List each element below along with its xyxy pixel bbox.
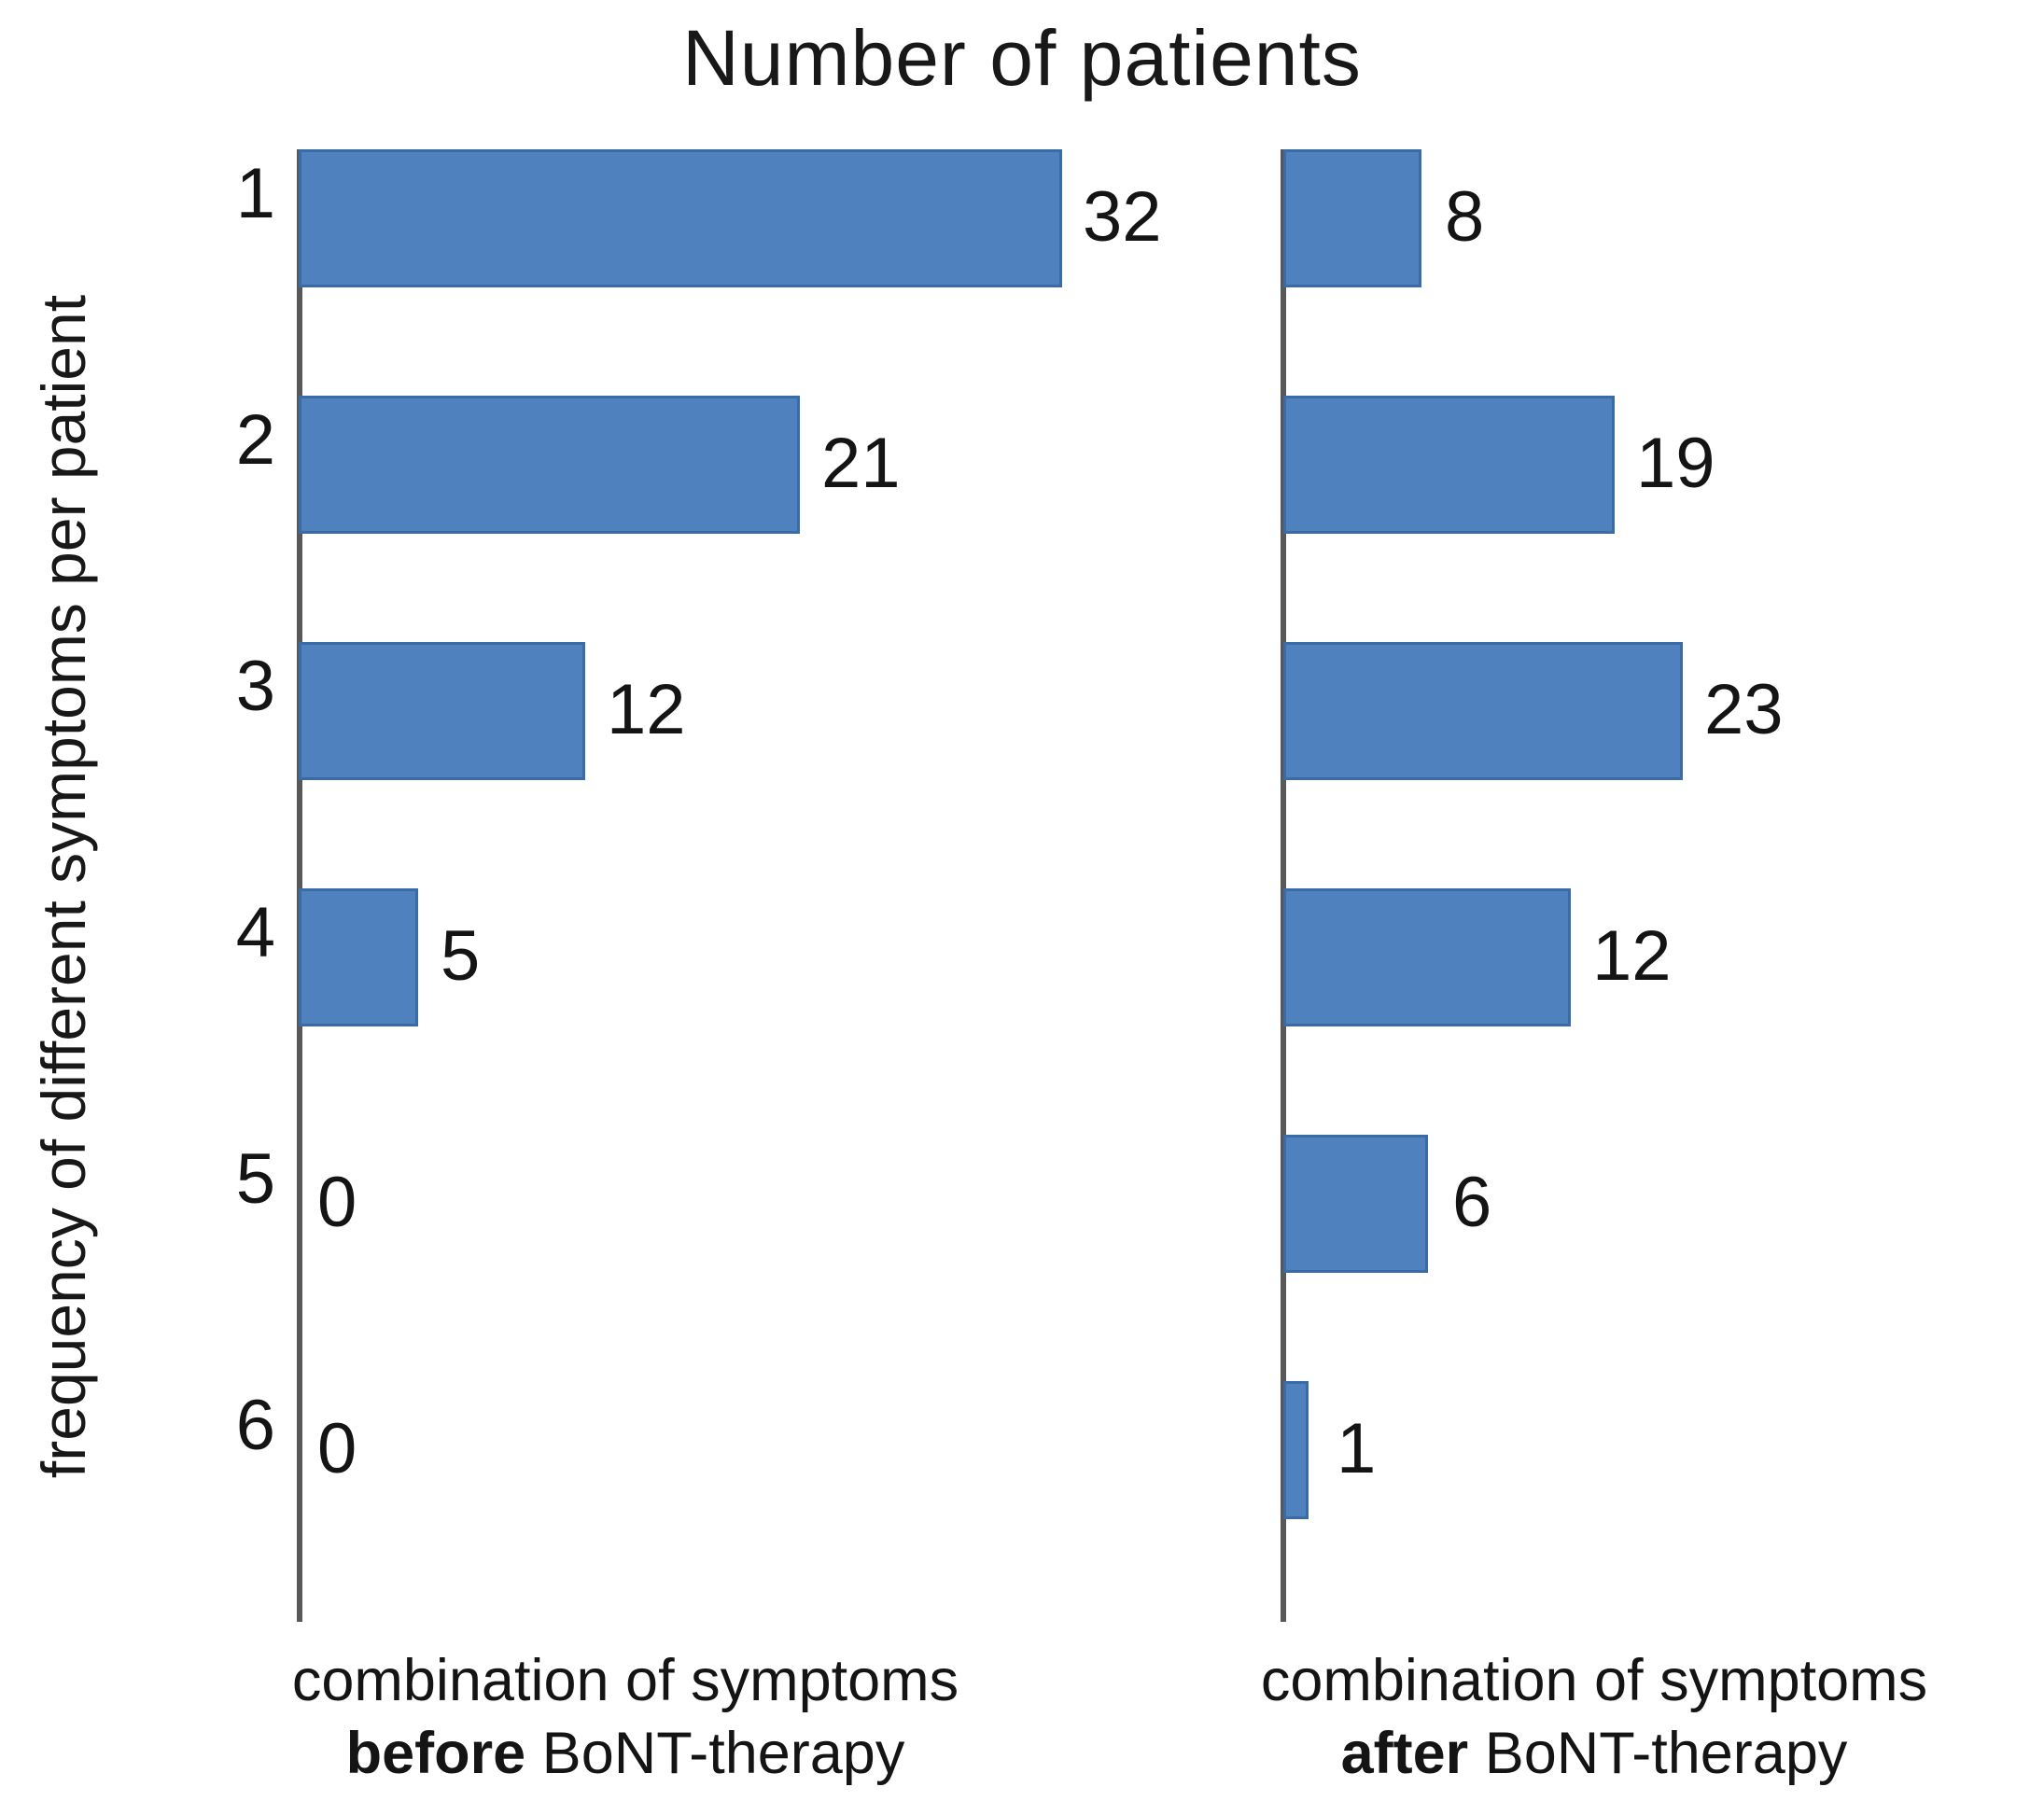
panel-caption-after-line2: after BoNT-therapy	[1146, 1717, 2042, 1790]
panel-caption-before-emphasis: before	[345, 1721, 526, 1786]
bar-before-3	[299, 642, 585, 780]
bar-value-before-1: 32	[1083, 177, 1162, 257]
panel-caption-after-line1: combination of symptoms	[1260, 1648, 1928, 1713]
panel-caption-after-rest: BoNT-therapy	[1468, 1721, 1848, 1786]
bar-after-1	[1283, 149, 1421, 287]
category-label-6: 6	[235, 1386, 275, 1465]
bar-value-after-1: 8	[1445, 177, 1485, 257]
category-label-5: 5	[235, 1139, 275, 1219]
panel-caption-after: combination of symptoms after BoNT-thera…	[1146, 1644, 2042, 1790]
category-label-3: 3	[235, 647, 275, 726]
bar-value-after-5: 6	[1452, 1163, 1492, 1242]
bar-after-5	[1283, 1135, 1428, 1273]
bar-value-after-2: 19	[1636, 424, 1715, 503]
panel-caption-before-line1: combination of symptoms	[291, 1648, 959, 1713]
bar-after-6	[1283, 1381, 1309, 1519]
panel-caption-after-emphasis: after	[1340, 1721, 1469, 1786]
bar-value-before-6: 0	[317, 1409, 357, 1488]
bar-after-3	[1283, 642, 1683, 780]
bar-value-after-3: 23	[1704, 670, 1784, 749]
category-label-1: 1	[235, 154, 275, 233]
bar-value-before-3: 12	[607, 670, 686, 749]
category-label-4: 4	[235, 893, 275, 972]
bar-before-4	[299, 888, 418, 1026]
bar-value-before-4: 5	[441, 916, 481, 996]
panel-before-therapy: 32 21 12 5 0 0 combination of symptoms b…	[159, 149, 1162, 1790]
panel-caption-before-rest: BoNT-therapy	[525, 1721, 905, 1786]
category-label-2: 2	[235, 400, 275, 480]
bar-value-before-5: 0	[317, 1163, 357, 1242]
bar-before-2	[299, 396, 800, 534]
value-axis-line-before	[297, 149, 302, 1622]
page-title: Number of patients	[682, 14, 1362, 102]
bar-value-after-6: 1	[1337, 1409, 1377, 1488]
bar-after-2	[1283, 396, 1615, 534]
bar-before-1	[299, 149, 1062, 287]
panel-caption-before: combination of symptoms before BoNT-ther…	[159, 1644, 1092, 1790]
bar-after-4	[1283, 888, 1571, 1026]
bar-value-before-2: 21	[821, 424, 901, 503]
panel-caption-before-line2: before BoNT-therapy	[159, 1717, 1092, 1790]
bar-value-after-4: 12	[1592, 916, 1672, 996]
value-axis-line-after	[1281, 149, 1286, 1622]
